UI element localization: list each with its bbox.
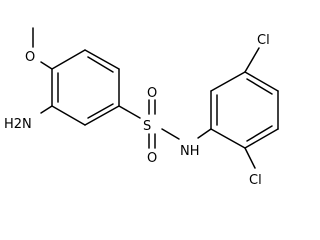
right-benzene-ring [210,71,279,149]
bond-ring-to-cl-bottom [244,147,256,169]
bond-ring1-double-2 [87,103,114,119]
bond-ring-to-methoxy-o [40,61,53,70]
bond-ring1-d [51,105,86,126]
amine-label: H2N [4,117,32,132]
bond-ring-to-cl-top [244,47,260,73]
chlorine-bottom-label: Cl [249,173,262,188]
bond-ring2-f [210,128,246,149]
chemical-structure: O H2N S O O NH Cl Cl [4,27,279,188]
bond-ring2-double-2 [246,78,273,95]
sulfonyl-oxygen-bottom-label: O [147,151,157,166]
bond-ring2-b [210,71,246,92]
bond-ring-to-amine [40,105,53,114]
bond-nh-to-ring [197,128,212,139]
methoxy-oxygen-label: O [25,50,35,65]
nh-label: NH [180,144,200,159]
sulfur-label: S [143,119,151,134]
left-benzene-ring [51,49,120,126]
bond-sulfur-to-nh [161,128,180,140]
bond-ring1-f [51,49,86,70]
sulfonyl-oxygen-top-label: O [147,86,157,101]
bond-ring1-c [84,105,120,126]
bond-ring1-double-1 [87,56,114,73]
bond-ring1-a [84,49,120,70]
bond-ring2-double-3 [246,125,273,142]
bond-ring2-c [244,71,279,92]
bond-ring-to-sulfur [118,105,141,119]
chlorine-top-label: Cl [257,33,270,48]
bond-ring2-e [244,128,279,149]
